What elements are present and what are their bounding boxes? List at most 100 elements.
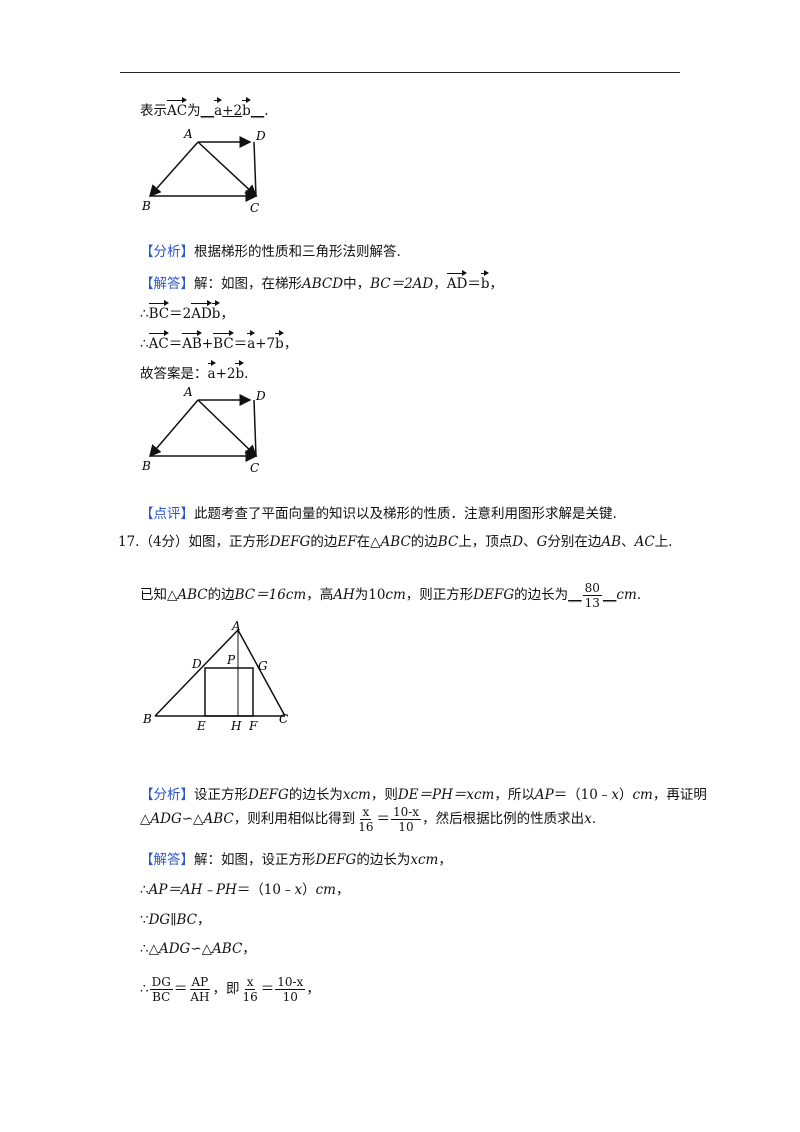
text: ADG (150, 811, 182, 827)
text: AB (601, 534, 622, 550)
text: 故答案是： (140, 366, 208, 382)
text: BC＝2AD (370, 276, 434, 292)
vector-b: b (235, 360, 244, 383)
text: cm (632, 787, 653, 803)
text: ∴△ (140, 941, 159, 957)
text: ， (433, 276, 447, 292)
text: DE＝PH＝xcm (397, 787, 495, 803)
text: ，所以 (494, 787, 535, 803)
label-d: D (255, 129, 266, 143)
text: BC (437, 534, 459, 550)
text: ， (283, 336, 298, 352)
label-b: B (141, 199, 151, 213)
solution-2-line-1: 【解答】解：如图，设正方形DEFG的边长为xcm， (140, 851, 452, 869)
text: cm (616, 587, 637, 603)
analysis-tag: 【分析】 (140, 787, 194, 803)
vector-ac: AC (167, 97, 188, 120)
text: 的边长为 (514, 587, 569, 603)
text: ， (306, 981, 320, 997)
text: . (591, 811, 596, 827)
triangle-square-figure: A D P G B E H F C (142, 620, 288, 733)
text: ∴ (140, 981, 149, 997)
text: 的边 (310, 534, 338, 550)
label-c: C (250, 201, 259, 215)
vector-b: b (242, 97, 251, 120)
fraction-denominator: 10 (282, 990, 298, 1004)
text: ，则 (370, 787, 398, 803)
square-defg (204, 667, 254, 717)
fraction-numerator: x (360, 805, 372, 820)
vector-b: b (480, 270, 489, 293)
fraction-numerator: 10-x (390, 805, 422, 820)
vector-b: b (211, 300, 220, 323)
trapezoid-figure-1: A D B C (141, 127, 266, 215)
text: 上. (654, 534, 673, 550)
fraction-denominator: BC (152, 990, 171, 1004)
side-dc-line (253, 141, 257, 197)
text: ，即 (212, 981, 240, 997)
solution-1-line-1: 【解答】解：如图，在梯形ABCD中，BC＝2AD，AD＝b， (140, 270, 503, 293)
text: DEFG (269, 534, 311, 550)
text: ＝ (260, 981, 275, 997)
text: . (244, 366, 249, 382)
text: ， (242, 941, 256, 957)
side-ab-line (154, 629, 239, 717)
text: +2 (222, 103, 243, 119)
text: D (512, 534, 524, 550)
text: . (636, 587, 642, 603)
vector-ac: AC (148, 330, 169, 353)
solution-1-line-4: 故答案是：a+2b. (140, 360, 249, 383)
vector-ad: AD (191, 300, 212, 323)
text: 在△ (356, 534, 381, 550)
fraction-denominator: 16 (358, 820, 374, 834)
fraction-numerator: 10-x (275, 975, 306, 990)
vector-ad: AD (446, 270, 467, 293)
label-c: C (250, 461, 259, 475)
fraction-numerator: DG (149, 975, 173, 990)
solution-tag: 【解答】 (140, 852, 194, 868)
comment-tag: 【点评】 (140, 506, 194, 522)
fraction-numerator: x (244, 975, 256, 990)
label-e: E (196, 719, 206, 733)
text: ∴ (140, 306, 149, 322)
text: 的边 (207, 587, 235, 603)
label-g: G (258, 659, 268, 673)
blank: __ (200, 103, 215, 119)
text: ，则利用相似比得到 (233, 811, 356, 827)
text: 已知△ (140, 587, 178, 603)
text: ＝2 (169, 306, 192, 322)
text: 为 (187, 103, 201, 119)
text: ∴ (140, 882, 149, 898)
text: 中， (343, 276, 371, 292)
text: . (264, 103, 269, 119)
text: ） (619, 787, 633, 803)
text: G (536, 534, 548, 550)
solution-2-line-2: ∴AP＝AH﹣PH＝（10﹣x）cm， (140, 881, 350, 899)
text: ABCD (302, 276, 344, 292)
text: DEFG (315, 852, 357, 868)
text: 设正方形 (194, 787, 248, 803)
label-a: A (231, 620, 241, 633)
fraction-denominator: 13 (584, 596, 600, 610)
label-b: B (142, 712, 152, 726)
vector-a: a (214, 97, 223, 120)
text: ， (438, 852, 452, 868)
side-dc-line (253, 399, 257, 457)
analysis-1: 【分析】根据梯形的性质和三角形法则解答. (140, 243, 401, 261)
fraction-denominator: AH (190, 990, 210, 1004)
text: 解：如图，在梯形 (194, 276, 302, 292)
text: ＝ (173, 981, 188, 997)
vector-bc: BC (213, 330, 234, 353)
side-ac-line (237, 629, 286, 717)
text: xcm (410, 852, 439, 868)
text: ＝ (233, 336, 248, 352)
text: BC＝16 (234, 587, 286, 603)
vector-ac-line (197, 399, 258, 458)
label-f: F (248, 719, 258, 733)
